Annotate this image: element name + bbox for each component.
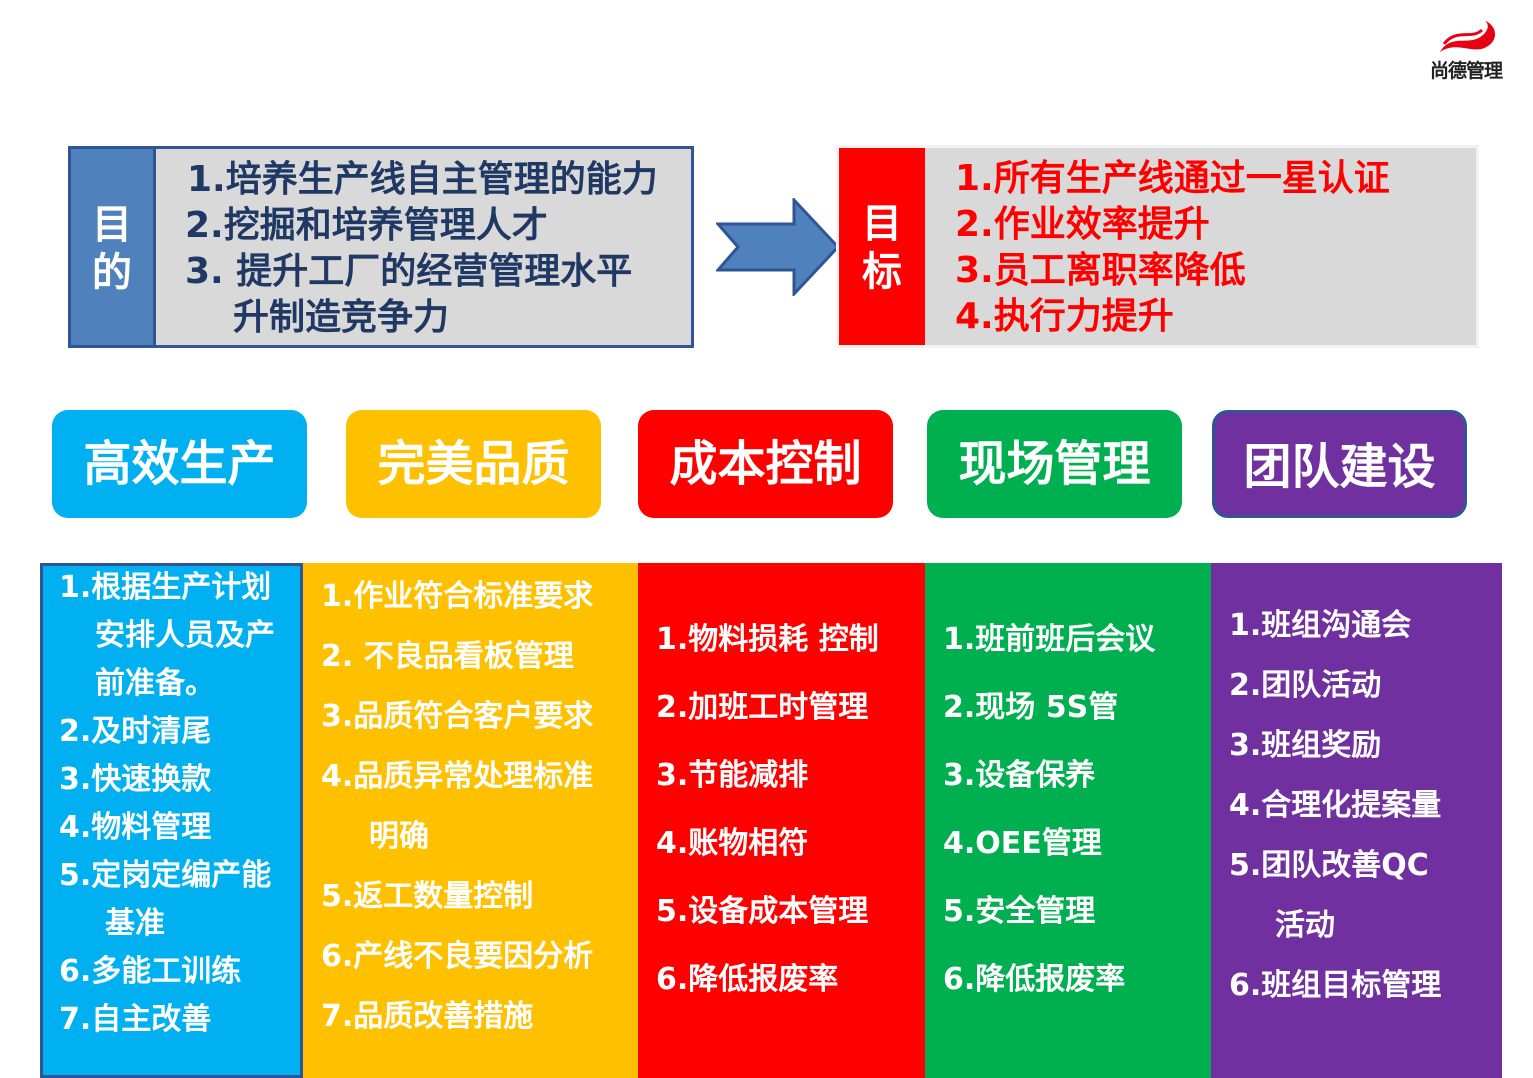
category-2: 完美品质 <box>346 410 601 518</box>
column-item: 3.设备保养 <box>943 758 1096 793</box>
column-item: 6.班组目标管理 <box>1229 968 1442 1003</box>
column-item: 7.品质改善措施 <box>321 999 534 1034</box>
column-item: 2.及时清尾 <box>59 714 212 749</box>
column-item: 明确 <box>369 819 429 854</box>
goal-line: 2.作业效率提升 <box>955 204 1210 245</box>
column-item: 1.物料损耗 控制 <box>656 622 879 657</box>
column-item: 3.快速换款 <box>59 762 212 797</box>
column-item: 2. 不良品看板管理 <box>321 639 574 674</box>
column-item: 前准备。 <box>95 666 215 701</box>
column-item: 2.现场 5S管 <box>943 690 1119 725</box>
column-2: 1.作业符合标准要求 2. 不良品看板管理 3.品质符合客户要求 4.品质异常处理标准… <box>303 563 638 1078</box>
column-item: 1.作业符合标准要求 <box>321 579 594 614</box>
column-item: 5.设备成本管理 <box>656 894 869 929</box>
column-item: 2.加班工时管理 <box>656 690 869 725</box>
column-item: 2.团队活动 <box>1229 668 1382 703</box>
column-item: 6.降低报废率 <box>656 962 839 997</box>
column-item: 5.定岗定编产能 <box>59 858 272 893</box>
category-3: 成本控制 <box>638 410 893 518</box>
column-item: 3.班组奖励 <box>1229 728 1382 763</box>
column-item: 安排人员及产 <box>95 618 275 653</box>
purpose-label-char: 的 <box>92 250 132 296</box>
column-item: 6.降低报废率 <box>943 962 1126 997</box>
goal-line: 1.所有生产线通过一星认证 <box>955 158 1390 199</box>
column-1: 1.根据生产计划安排人员及产前准备。 2.及时清尾 3.快速换款 4.物料管理 5.定岗… <box>40 563 303 1078</box>
right-arrow-icon <box>716 198 840 296</box>
column-item: 5.返工数量控制 <box>321 879 534 914</box>
column-4: 1.班前班后会议 2.现场 5S管 3.设备保养 4.OEE管理 5.安全管理 6.降低报… <box>925 563 1211 1078</box>
logo: 尚德管理 <box>1418 18 1514 84</box>
category-4: 现场管理 <box>927 410 1182 518</box>
column-item: 1.根据生产计划 <box>59 570 272 605</box>
column-item: 6.产线不良要因分析 <box>321 939 594 974</box>
column-3: 1.物料损耗 控制 2.加班工时管理 3.节能减排 4.账物相符 5.设备成本管理 6.降… <box>638 563 925 1078</box>
goal-label-char: 目 <box>862 201 902 247</box>
goal-box: 目 标 1.所有生产线通过一星认证 2.作业效率提升 3.员工离职率降低 4.执… <box>836 145 1479 348</box>
purpose-label: 目 的 <box>71 149 156 345</box>
column-item: 6.多能工训练 <box>59 954 242 989</box>
purpose-line: 3. 提升工厂的经营管理水平 <box>185 251 633 292</box>
column-item: 活动 <box>1275 908 1335 943</box>
logo-text: 尚德管理 <box>1429 60 1503 82</box>
goal-line: 3.员工离职率降低 <box>955 250 1246 291</box>
category-1: 高效生产 <box>52 410 307 518</box>
category-5: 团队建设 <box>1212 410 1467 518</box>
column-item: 5.团队改善QC <box>1229 848 1429 883</box>
purpose-line: 2.挖掘和培养管理人才 <box>185 205 548 246</box>
column-item: 5.安全管理 <box>943 894 1096 929</box>
column-item: 1.班前班后会议 <box>943 622 1156 657</box>
column-item: 基准 <box>105 906 165 941</box>
column-5: 1.班组沟通会 2.团队活动 3.班组奖励 4.合理化提案量 5.团队改善QC 活动 6.班… <box>1211 563 1502 1078</box>
column-item: 4.账物相符 <box>656 826 809 861</box>
goal-line: 4.执行力提升 <box>955 296 1174 337</box>
column-item: 4.品质异常处理标准 <box>321 759 594 794</box>
column-item: 1.班组沟通会 <box>1229 608 1412 643</box>
logo-wave-icon <box>1440 20 1496 52</box>
purpose-line: 1.培养生产线自主管理的能力 <box>187 159 658 200</box>
column-item: 3.品质符合客户要求 <box>321 699 594 734</box>
purpose-box: 目 的 1.培养生产线自主管理的能力 2.挖掘和培养管理人才 3. 提升工厂的经… <box>68 146 694 348</box>
column-item: 3.节能减排 <box>656 758 809 793</box>
goal-label-char: 标 <box>862 249 902 295</box>
column-item: 7.自主改善 <box>59 1002 212 1037</box>
column-item: 4.合理化提案量 <box>1229 788 1442 823</box>
purpose-label-char: 目 <box>92 202 132 248</box>
goal-label: 目 标 <box>839 148 925 345</box>
column-item: 4.OEE管理 <box>943 826 1102 861</box>
purpose-line: 升制造竞争力 <box>233 297 450 338</box>
column-item: 4.物料管理 <box>59 810 212 845</box>
